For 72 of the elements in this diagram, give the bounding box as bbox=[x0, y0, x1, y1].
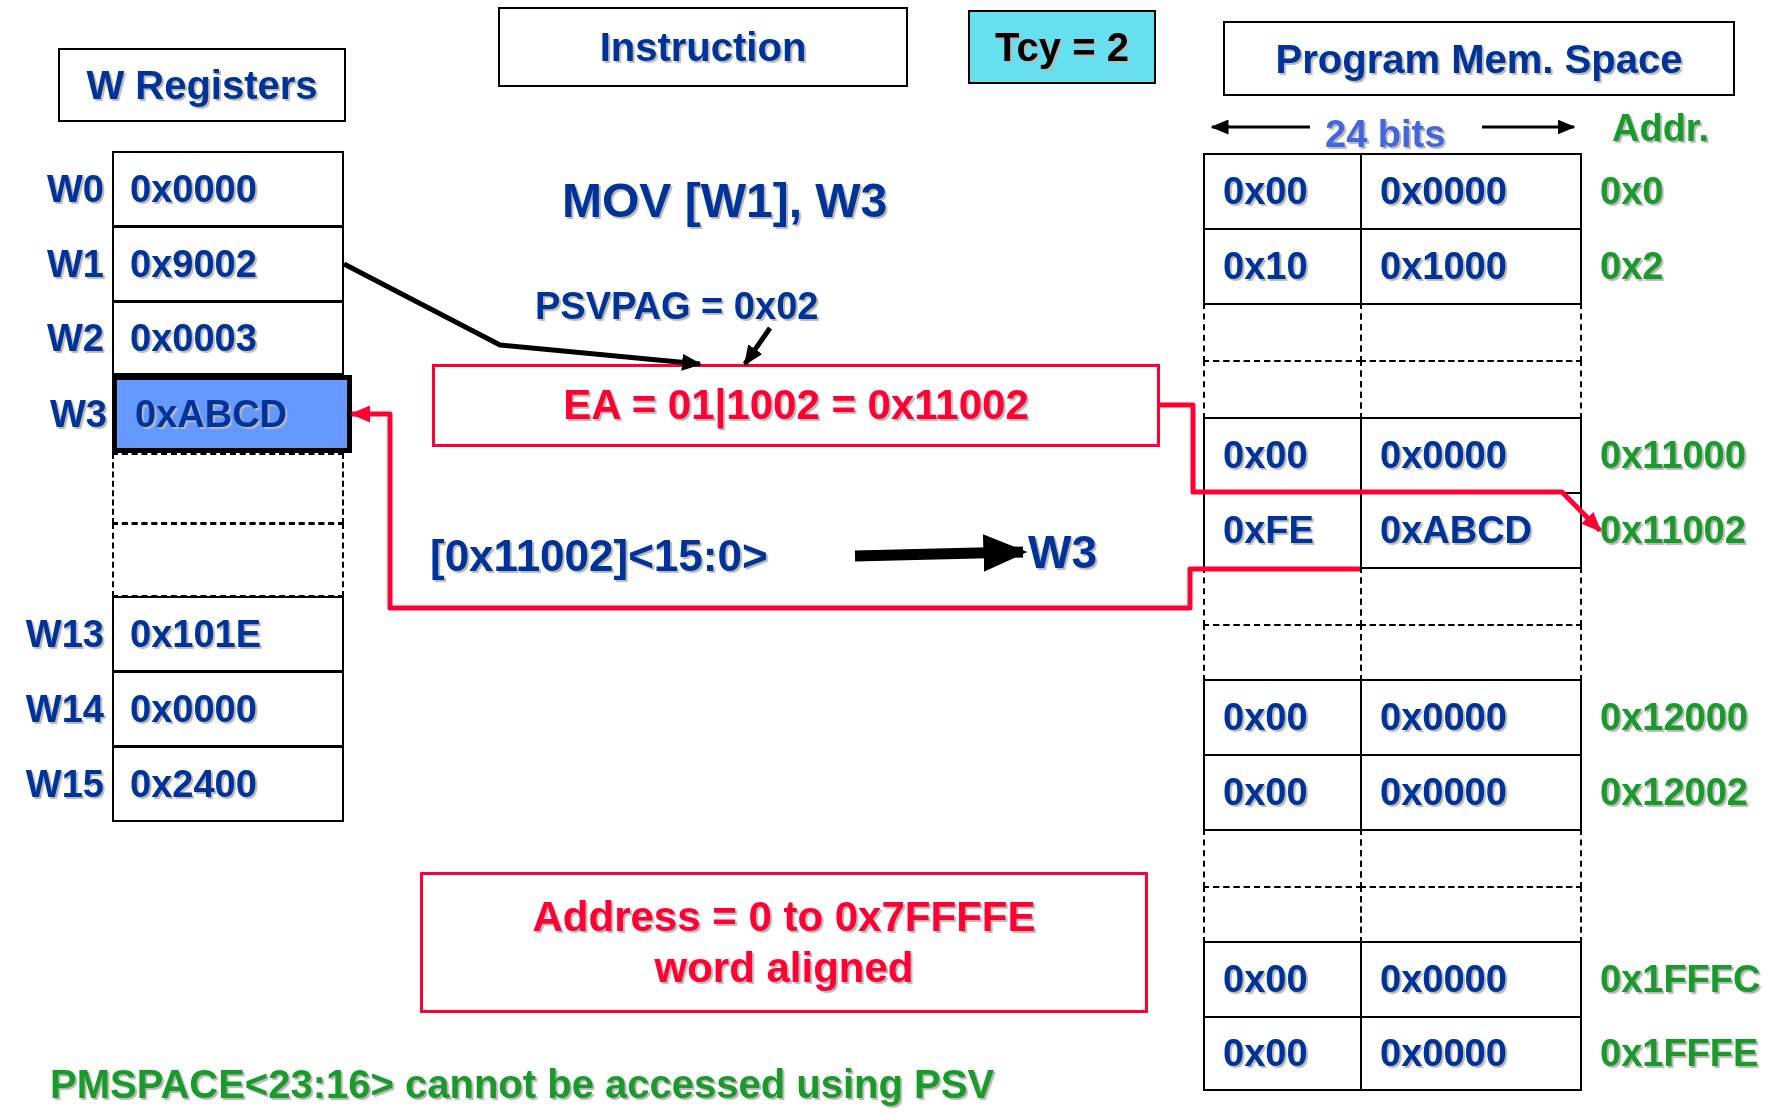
empty-cell bbox=[1203, 829, 1362, 888]
arrow bbox=[342, 261, 702, 371]
address-label: 0x11000 bbox=[1600, 431, 1780, 480]
memory-value: 0x0000 bbox=[1380, 957, 1507, 1002]
memory-cell bbox=[1360, 153, 1582, 230]
title-text: Instruction bbox=[599, 24, 807, 71]
register-value: 0xABCD bbox=[135, 391, 288, 437]
instruction-text: MOV [W1], W3 bbox=[562, 173, 888, 229]
memory-value: 0x00 bbox=[1223, 169, 1308, 214]
arrow bbox=[1160, 402, 1602, 533]
register-name: W1 bbox=[47, 241, 105, 287]
formula-text: PSVPAG = 0x02 bbox=[535, 284, 865, 328]
title-box bbox=[1223, 21, 1735, 96]
empty-cell bbox=[1360, 567, 1582, 626]
memory-cell bbox=[1203, 153, 1362, 230]
address-label: 0x1FFFE bbox=[1600, 1029, 1780, 1078]
address-label: 0x0 bbox=[1600, 167, 1780, 216]
register-value: 0x9002 bbox=[130, 241, 257, 287]
register-name: W0 bbox=[47, 166, 105, 212]
title-box bbox=[58, 48, 346, 122]
register-name: W13 bbox=[25, 611, 105, 657]
address-label: 0x11002 bbox=[1600, 506, 1780, 555]
register-name: W3 bbox=[50, 391, 108, 437]
empty-cell bbox=[1360, 303, 1582, 362]
address-label: 0x12000 bbox=[1600, 693, 1780, 742]
cycle-count-box bbox=[968, 10, 1156, 84]
memory-value: 0x1000 bbox=[1380, 244, 1507, 289]
memory-value: 0x0000 bbox=[1380, 695, 1507, 740]
register-value: 0x0000 bbox=[130, 686, 257, 732]
address-label: 0x12002 bbox=[1600, 768, 1780, 817]
note-text: EA = 01|1002 = 0x11002 bbox=[562, 380, 1030, 431]
empty-cell bbox=[1203, 303, 1362, 362]
memory-value: 0x00 bbox=[1223, 770, 1308, 815]
address-label: 0x2 bbox=[1600, 242, 1780, 291]
title-box bbox=[498, 7, 908, 87]
memory-value: 0x0000 bbox=[1380, 770, 1507, 815]
memory-value: 0x00 bbox=[1223, 957, 1308, 1002]
cycle-count-text: Tcy = 2 bbox=[995, 24, 1129, 71]
arrow bbox=[742, 326, 773, 366]
memory-value: 0xFE bbox=[1223, 508, 1314, 553]
memory-cell bbox=[1203, 1016, 1362, 1091]
register-name: W14 bbox=[25, 686, 105, 732]
register-value: 0x0003 bbox=[130, 315, 257, 361]
note-box bbox=[420, 872, 1148, 1013]
memory-value: 0x0000 bbox=[1380, 169, 1507, 214]
title-text: Program Mem. Space bbox=[1275, 35, 1683, 83]
title-text: W Registers bbox=[86, 62, 318, 109]
register-name: W2 bbox=[47, 315, 105, 361]
memory-value: 0x00 bbox=[1223, 695, 1308, 740]
note-text: Address = 0 to 0x7FFFFE word aligned bbox=[531, 892, 1037, 993]
arrow bbox=[854, 534, 1028, 572]
column-header: Addr. bbox=[1612, 106, 1710, 151]
formula-text: [0x11002]<15:0> bbox=[430, 528, 850, 584]
register-value: 0x0000 bbox=[130, 166, 257, 212]
register-value: 0x2400 bbox=[130, 761, 257, 807]
memory-cell bbox=[1360, 1016, 1582, 1091]
formula-text: W3 bbox=[1028, 524, 1104, 580]
empty-cell bbox=[112, 453, 344, 524]
note-box bbox=[432, 364, 1160, 447]
register-name: W15 bbox=[25, 761, 105, 807]
memory-value: 0x0000 bbox=[1380, 433, 1507, 478]
memory-value: 0x00 bbox=[1223, 433, 1308, 478]
empty-cell bbox=[1360, 829, 1582, 888]
arrow bbox=[350, 405, 1360, 611]
memory-value: 0x10 bbox=[1223, 244, 1308, 289]
memory-value: 0x00 bbox=[1223, 1031, 1308, 1076]
memory-value: 0xABCD bbox=[1380, 508, 1533, 553]
footnote-text: PMSPACE<23:16> cannot be accessed using PSV bbox=[50, 1062, 995, 1106]
bit-width-label: 24 bits bbox=[1325, 112, 1446, 157]
memory-value: 0x0000 bbox=[1380, 1031, 1507, 1076]
address-label: 0x1FFFC bbox=[1600, 955, 1780, 1004]
register-value: 0x101E bbox=[130, 611, 261, 657]
